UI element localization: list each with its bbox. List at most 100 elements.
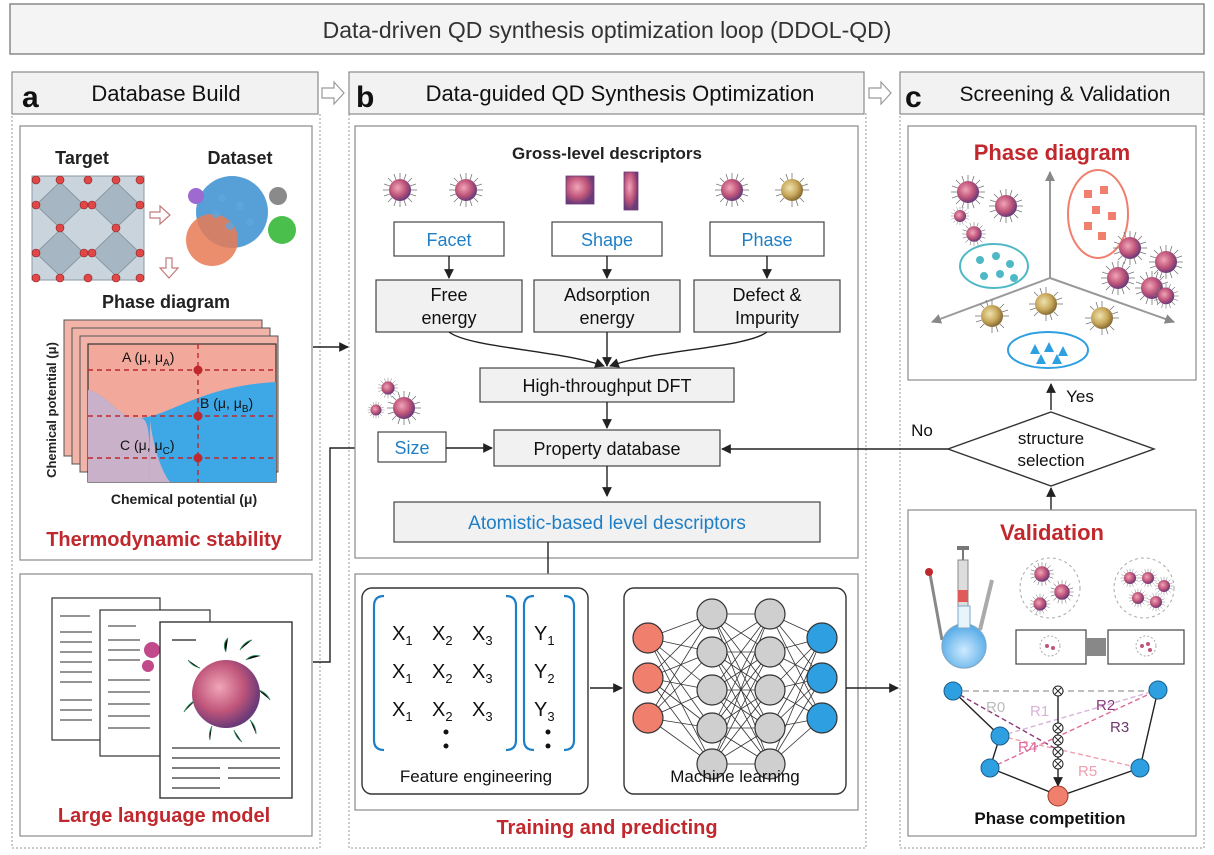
nn-edge <box>647 637 713 765</box>
nn-node-l1-n1 <box>696 636 728 668</box>
panel-b-top-box: Gross-level descriptors Facet Shape Phas… <box>354 125 859 559</box>
nn-edge <box>769 613 823 719</box>
size-box: Size <box>377 431 447 463</box>
teal-phase-region <box>959 243 1029 289</box>
svg-text:R3: R3 <box>1110 719 1129 736</box>
panel-c-letter: c <box>905 81 922 114</box>
nn-node-l2-n3 <box>754 712 786 744</box>
nn-node-l2-n2 <box>754 674 786 706</box>
phase-diagram-title: Phase diagram <box>974 140 1131 165</box>
panel-b-column <box>348 113 867 849</box>
nn-node-l3-n1 <box>806 662 838 694</box>
svg-text:X3: X3 <box>472 661 493 686</box>
free-energy-box: Free energy <box>375 279 523 333</box>
panel-a-title: Database Build <box>91 81 240 106</box>
validation-box: Validation <box>907 509 1197 837</box>
training-predicting-caption: Training and predicting <box>496 817 717 839</box>
qd-facet-icon-1 <box>382 172 418 208</box>
target-crystal-illustration <box>31 175 145 283</box>
nn-node-l2-n1 <box>754 636 786 668</box>
title-bar: Data-driven QD synthesis optimization lo… <box>9 3 1205 55</box>
nn-edge <box>711 613 771 729</box>
phase-diagram-stack: A (μ, μA) B (μ, μB) C (μ, μC) Chemical p… <box>44 319 279 507</box>
panel-b-title: Data-guided QD Synthesis Optimization <box>426 81 815 106</box>
phase-competition-label: Phase competition <box>974 809 1125 828</box>
panel-c-title: Screening & Validation <box>960 83 1171 106</box>
feature-engineering-box: X1 X2 X3 X1 X2 X3 X1 X2 X3 Y1 Y2 Y3 Feat… <box>361 587 589 795</box>
dataset-label: Dataset <box>207 148 272 168</box>
qd-facet-icon-2 <box>448 172 484 208</box>
svg-text:Atomistic-based level descript: Atomistic-based level descriptors <box>468 513 746 534</box>
svg-text:X2: X2 <box>432 699 453 724</box>
nn-edge <box>647 613 713 719</box>
panel-a-top-box: Target Dataset <box>19 125 313 561</box>
machine-learning-label: Machine learning <box>670 767 799 786</box>
svg-text:selection: selection <box>1017 451 1084 470</box>
nn-edge <box>769 677 823 765</box>
panel-c-phase-diagram-box: Phase diagram <box>907 125 1197 381</box>
svg-text:Free: Free <box>430 285 467 305</box>
phase-competition-network: R0 R1 R2 R3 R4 R5 <box>943 680 1168 807</box>
qd-phase-icon-1 <box>714 172 750 208</box>
yes-label: Yes <box>1066 387 1094 406</box>
atomistic-descriptors-box: Atomistic-based level descriptors <box>393 501 821 543</box>
pd-qd-5 <box>1112 230 1148 266</box>
panel-b-letter: b <box>356 81 374 114</box>
pink-phase-region <box>1067 169 1129 259</box>
pd-qd-9 <box>1152 282 1180 310</box>
pd-qd-gold-3 <box>1084 300 1120 336</box>
qd-rod-icon <box>623 171 639 211</box>
svg-text:R2: R2 <box>1096 697 1115 714</box>
nn-node-l2-n4 <box>754 748 786 780</box>
phase-diagram-front: A (μ, μA) B (μ, μB) C (μ, μC) <box>87 343 277 483</box>
svg-text:Adsorption: Adsorption <box>564 285 650 305</box>
qd-cube-icon <box>565 175 595 205</box>
axis-right <box>1049 277 1175 324</box>
axis-left <box>931 277 1051 324</box>
svg-text:X2: X2 <box>432 661 453 686</box>
point-a-label: A (μ, μA) <box>122 349 174 369</box>
nn-edge <box>647 637 713 729</box>
nn-node-l0-n0 <box>632 622 664 654</box>
pd-qd-4 <box>961 221 987 247</box>
qd-size-icon-tiny <box>367 401 385 419</box>
nn-node-l3-n2 <box>806 702 838 734</box>
shape-box: Shape <box>551 221 663 257</box>
svg-text:Property database: Property database <box>533 439 680 459</box>
point-b-label: B (μ, μB) <box>200 395 253 415</box>
validation-sample-1 <box>1015 557 1087 665</box>
feature-engineering-label: Feature engineering <box>400 767 552 786</box>
diagram-title: Data-driven QD synthesis optimization lo… <box>323 17 892 43</box>
pd-qd-gold-2 <box>1028 286 1064 322</box>
svg-text:X3: X3 <box>472 699 493 724</box>
svg-text:energy: energy <box>579 308 634 328</box>
panel-c-header: c Screening & Validation <box>899 71 1205 115</box>
svg-text:energy: energy <box>421 308 476 328</box>
nn-edge <box>647 677 713 765</box>
neural-net-nodes <box>632 598 838 780</box>
machine-learning-box: Machine learning <box>623 587 847 795</box>
pd-qd-gold-1 <box>974 298 1010 334</box>
nn-node-l2-n0 <box>754 598 786 630</box>
svg-text:Y2: Y2 <box>534 661 555 686</box>
pd-qd-7 <box>1100 260 1136 296</box>
pd-qd-3 <box>950 206 970 226</box>
nn-node-l1-n0 <box>696 598 728 630</box>
phase-x-axis-label: Chemical potential (μ) <box>111 491 257 507</box>
nn-node-l0-n2 <box>632 702 664 734</box>
phase-y-axis-label: Chemical potential (μ) <box>44 342 59 478</box>
header-arrow-ab <box>321 80 345 106</box>
svg-text:X3: X3 <box>472 623 493 648</box>
svg-text:X2: X2 <box>432 623 453 648</box>
svg-text:Shape: Shape <box>581 230 633 250</box>
svg-text:Y3: Y3 <box>534 699 555 724</box>
nn-node-l3-n0 <box>806 622 838 654</box>
panel-a-header: a Database Build <box>11 71 319 115</box>
target-label: Target <box>55 148 109 168</box>
panel-b-bottom-box: X1 X2 X3 X1 X2 X3 X1 X2 X3 Y1 Y2 Y3 Feat… <box>354 573 859 839</box>
nn-edge <box>769 637 823 729</box>
defect-impurity-box: Defect & Impurity <box>693 279 841 333</box>
panel-a-bottom-box: Large language model <box>19 573 313 837</box>
large-language-model-caption: Large language model <box>58 805 270 827</box>
